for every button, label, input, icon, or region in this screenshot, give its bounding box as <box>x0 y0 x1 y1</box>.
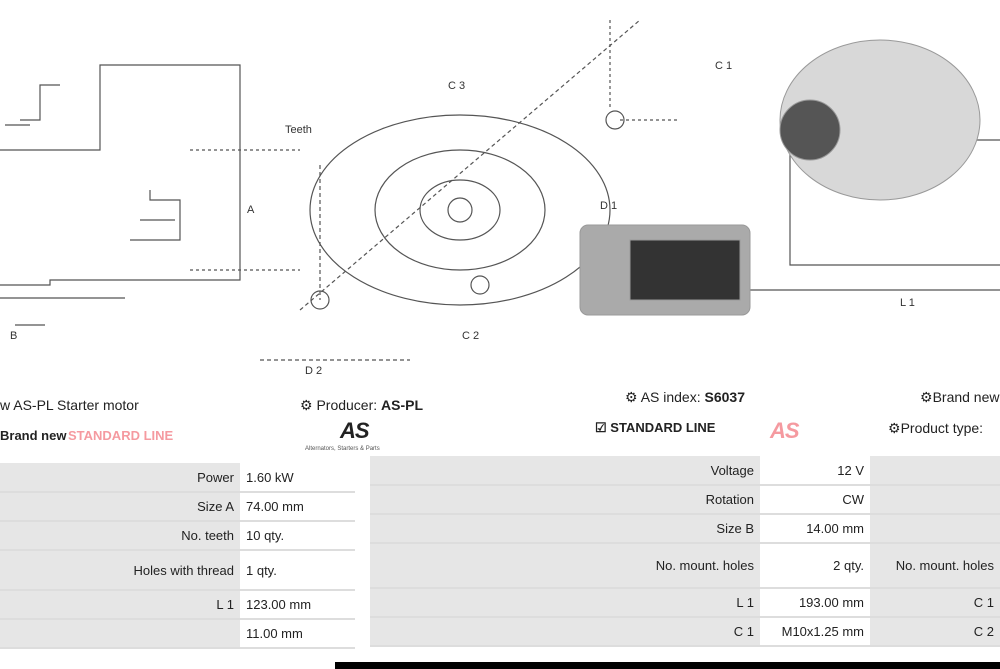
brand-new-right: ⚙Brand new <box>920 389 1000 405</box>
producer: ⚙ Producer: AS-PL <box>300 397 424 413</box>
label-c1: C 1 <box>715 60 733 72</box>
logo-tagline: Alternators, Starters & Parts <box>305 446 380 452</box>
gear-icon: ⚙ <box>300 397 313 413</box>
brand-new: Brand new <box>0 428 67 443</box>
label-d1: D 1 <box>600 200 618 212</box>
gear-icon: ⚙ <box>888 420 901 436</box>
label-c2: C 2 <box>462 330 480 342</box>
standard-line-right: ☑ STANDARD LINE <box>595 420 716 435</box>
table-row: 11.00 mm <box>0 619 355 649</box>
product-type: ⚙Product type: <box>888 420 984 436</box>
as-logo: AS <box>340 418 370 443</box>
as-index: ⚙ AS index: S6037 <box>625 389 745 405</box>
gear-icon: ⚙ <box>920 389 933 405</box>
label-a: A <box>247 204 255 216</box>
product-title: w AS-PL Starter motor <box>0 397 139 413</box>
bottom-bar <box>335 662 1000 669</box>
label-teeth: Teeth <box>285 124 312 136</box>
label-b: B <box>10 330 18 342</box>
standard-line-badge: STANDARD LINE <box>68 428 174 443</box>
gear-icon: ⚙ <box>625 389 638 405</box>
technical-drawing <box>0 19 1000 361</box>
label-c3: C 3 <box>448 80 466 92</box>
label-l1: L 1 <box>900 297 915 309</box>
label-d2: D 2 <box>305 365 323 377</box>
check-icon: ☑ <box>595 420 607 435</box>
as-logo-right: AS <box>770 418 800 443</box>
